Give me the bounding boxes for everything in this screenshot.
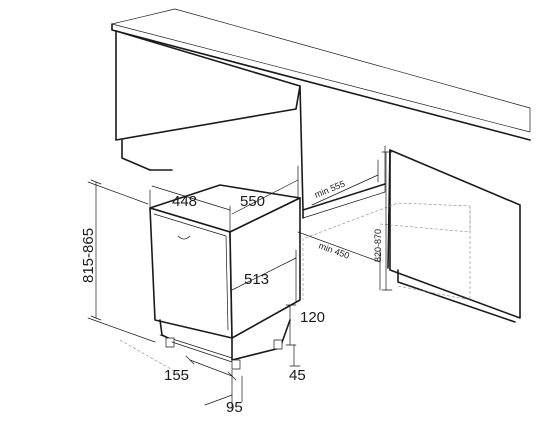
- niche-height-label: 820-870: [373, 229, 383, 262]
- depth-label: 550: [240, 193, 265, 210]
- foot-height-label: 45: [289, 367, 306, 384]
- dishwasher-body: [149, 184, 301, 370]
- kitchen-cabinets: [111, 8, 531, 323]
- niche-outline: [119, 202, 471, 381]
- plinth-height-label: 120: [300, 309, 325, 326]
- width-label: 448: [172, 193, 197, 210]
- inner-depth-label: 513: [244, 271, 269, 288]
- foot-depth-label: 95: [226, 399, 243, 416]
- foot-offset-label: 155: [164, 367, 189, 384]
- dimension-lines: [87, 151, 393, 411]
- height-range-label: 815-865: [80, 228, 97, 283]
- niche-width-label: min 450: [317, 240, 351, 260]
